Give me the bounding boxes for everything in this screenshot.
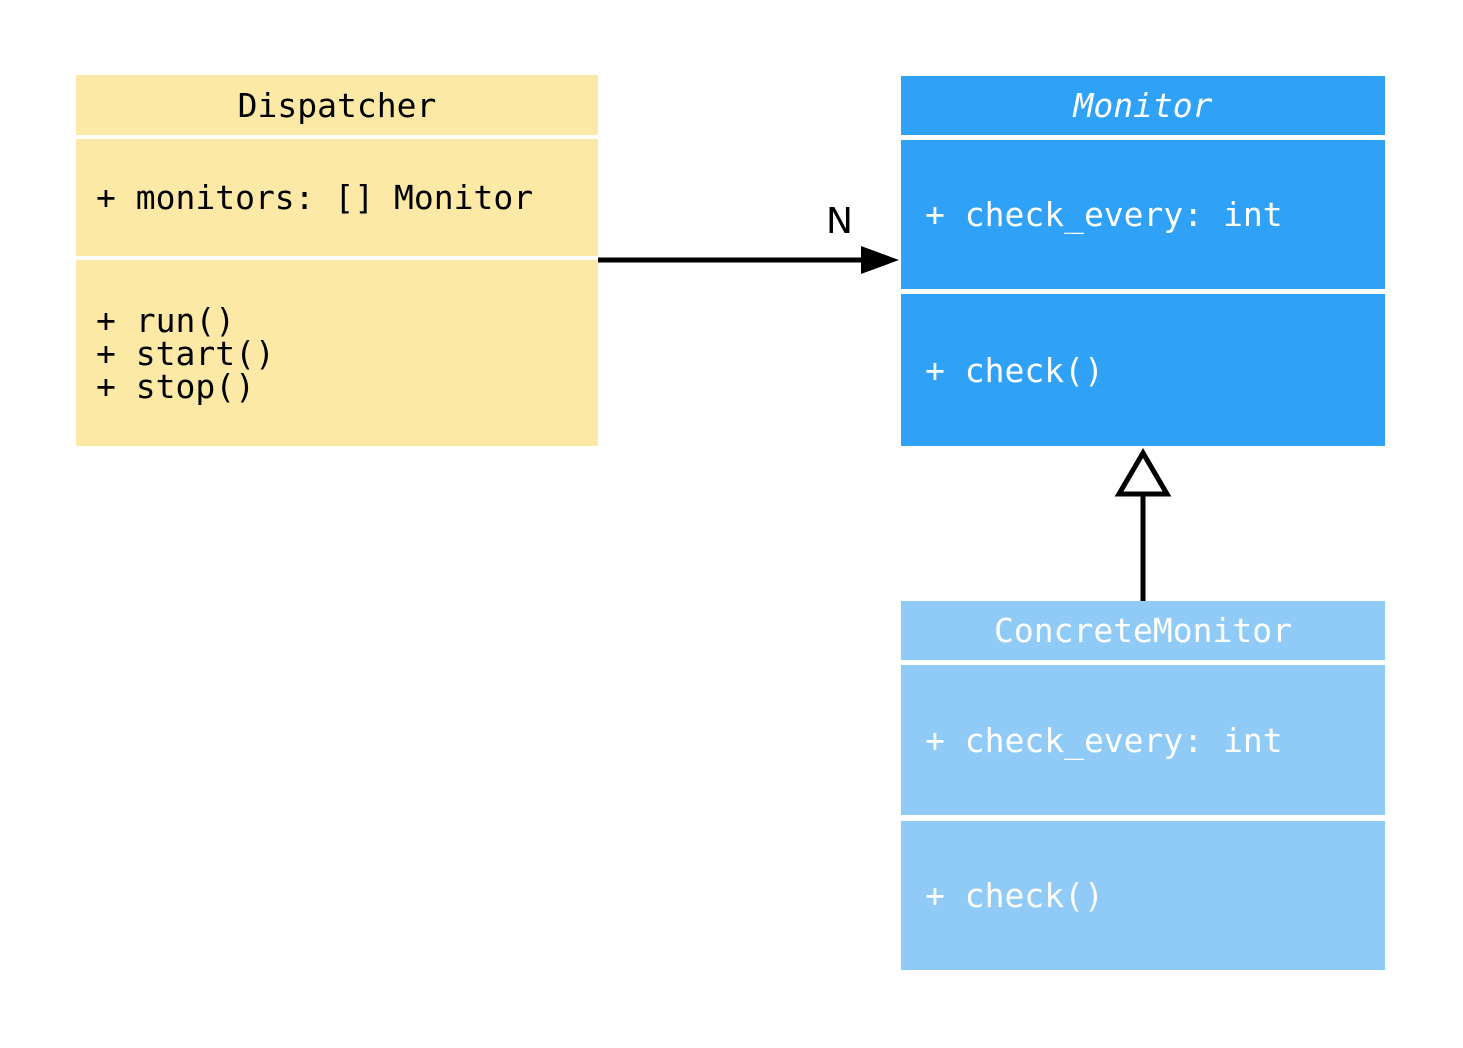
filled-arrowhead-icon	[861, 246, 899, 274]
association-arrow	[598, 246, 899, 274]
class-methods-compartment: + check()	[901, 294, 1385, 446]
method-item: + check()	[925, 350, 1104, 390]
class-title: ConcreteMonitor	[901, 601, 1385, 660]
class-attributes-compartment: + check_every: int	[901, 665, 1385, 815]
class-title: Dispatcher	[76, 75, 598, 135]
class-methods-compartment: + check()	[901, 821, 1385, 970]
class-methods-compartment: + run() + start() + stop()	[76, 260, 598, 446]
method-item: + start()	[96, 333, 275, 373]
method-item: + check()	[925, 876, 1104, 915]
class-attributes-compartment: + monitors: [] Monitor	[76, 139, 598, 256]
method-item: + run()	[96, 300, 236, 340]
method-item: + stop()	[96, 366, 255, 406]
attribute-item: + check_every: int	[925, 720, 1283, 760]
class-box-dispatcher: Dispatcher + monitors: [] Monitor + run(…	[76, 75, 598, 446]
class-box-concrete-monitor: ConcreteMonitor + check_every: int + che…	[901, 601, 1385, 970]
generalization-arrow	[1114, 448, 1172, 601]
hollow-triangle-icon	[1114, 448, 1172, 497]
association-multiplicity-label: N	[826, 201, 853, 242]
attribute-item: + monitors: [] Monitor	[96, 178, 534, 217]
class-box-monitor: Monitor + check_every: int + check()	[901, 76, 1385, 446]
class-title: Monitor	[901, 76, 1385, 135]
class-attributes-compartment: + check_every: int	[901, 140, 1385, 289]
attribute-item: + check_every: int	[925, 195, 1283, 234]
